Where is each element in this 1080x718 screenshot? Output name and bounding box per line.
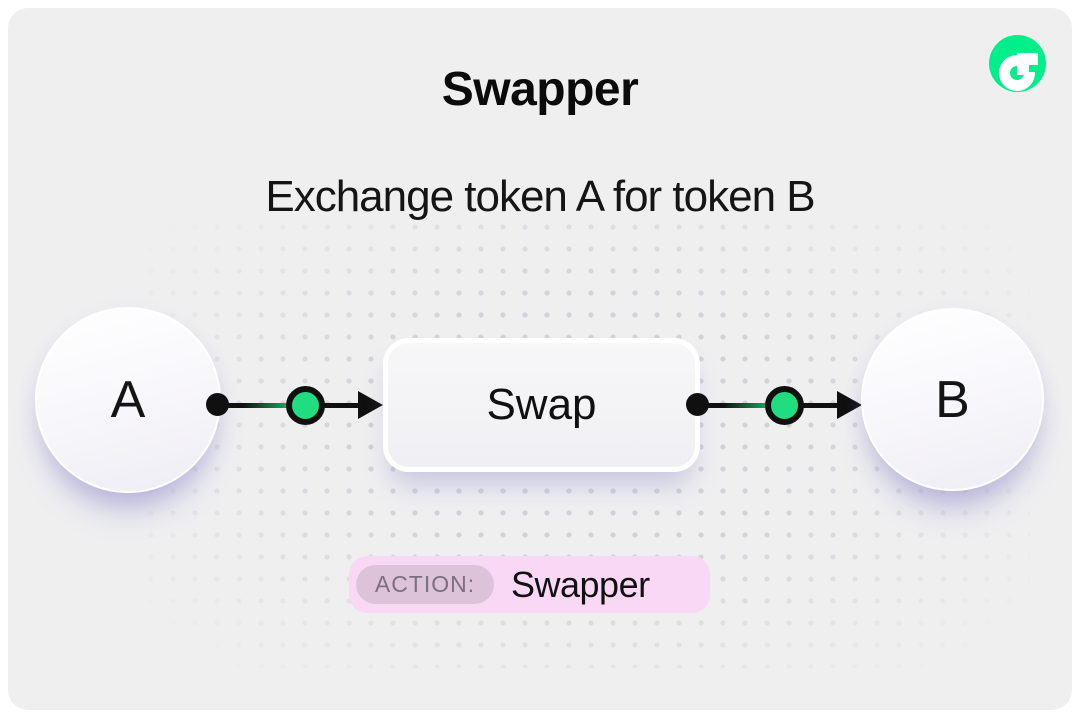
flow-logo-icon [989,35,1046,92]
action-badge-value: Swapper [511,563,650,605]
connector-right-port-dot [686,393,709,416]
connector-left-line-gradient [222,403,308,408]
action-badge-label-chip: ACTION: [356,565,494,604]
connector-right-green-dot [765,386,804,425]
action-badge: ACTION: Swapper [349,556,710,613]
connector-left-port-dot [206,393,229,416]
connector-right-line [799,403,841,408]
node-token-b-label: B [935,370,970,429]
node-swap-label: Swap [486,380,597,429]
node-swap: Swap [383,338,700,472]
node-token-b: B [861,308,1044,491]
node-token-a: A [35,307,221,493]
connector-right-arrowhead-icon [837,391,862,419]
node-token-a-label: A [110,371,146,429]
connector-left-arrowhead-icon [358,391,383,419]
action-badge-label: ACTION: [374,571,476,597]
connector-left-green-dot [286,386,325,425]
connector-right-line-gradient [702,403,788,408]
page-title: Swapper [441,63,639,116]
connector-left-line [320,403,362,408]
page-subtitle: Exchange token A for token B [265,172,815,221]
